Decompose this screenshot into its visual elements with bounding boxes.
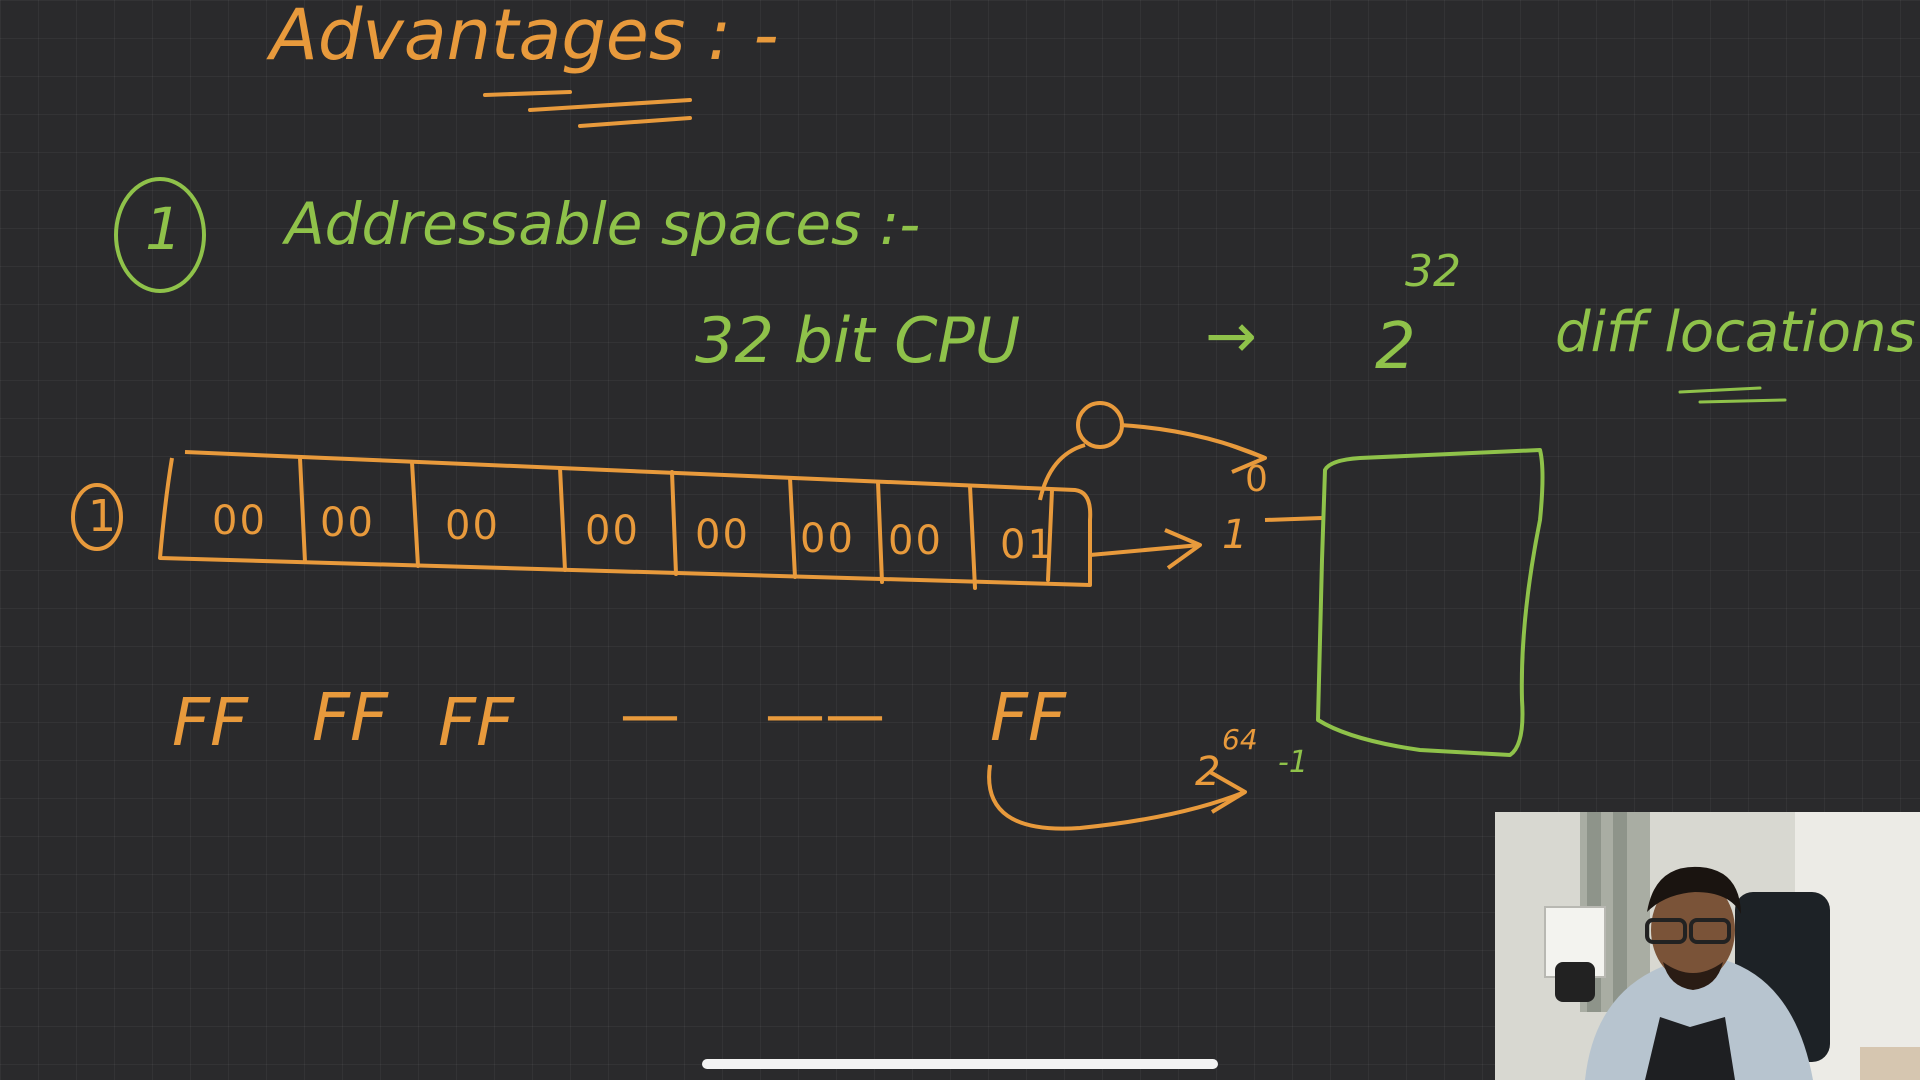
arrow-to-one xyxy=(1089,543,1201,557)
row-number-circle xyxy=(71,483,123,551)
arrow-to-one-head xyxy=(1164,528,1202,570)
locations-underline xyxy=(1678,386,1787,404)
home-indicator-bar[interactable] xyxy=(702,1059,1218,1069)
arrow-to-zero xyxy=(1119,423,1266,460)
arrow-to-max-head xyxy=(1209,770,1247,814)
power-base: 2 xyxy=(1375,310,1416,384)
byte-strip-dividers xyxy=(298,456,1054,590)
heading-advantages: Advantages : - xyxy=(270,0,779,76)
webcam-video-overlay xyxy=(1495,812,1920,1080)
ff-dash: —— xyxy=(765,680,885,750)
row-number: 1 xyxy=(88,491,116,542)
point-title-addressable-spaces: Addressable spaces :- xyxy=(285,190,921,258)
heading-underline xyxy=(483,90,692,128)
byte-cell: 00 xyxy=(800,516,855,562)
point-circle xyxy=(114,177,206,293)
cpu-label: 32 bit CPU xyxy=(695,304,1021,377)
arrow-to-zero-head xyxy=(1229,443,1267,474)
ff-value: FF xyxy=(990,679,1066,756)
byte-strip-outline xyxy=(158,450,1093,587)
address-zero: 0 xyxy=(1245,459,1268,500)
max-address-base: 2 xyxy=(1195,749,1221,795)
arrow-right-icon: → xyxy=(1205,299,1257,372)
ff-value: FF xyxy=(172,684,248,761)
presenter-image xyxy=(1495,812,1920,1080)
byte-cell: 01 xyxy=(1000,522,1055,568)
byte-cell: 00 xyxy=(445,503,500,549)
address-one: 1 xyxy=(1222,512,1248,558)
byte-cell: 00 xyxy=(212,498,267,544)
byte-cell: 00 xyxy=(888,518,943,564)
point-number: 1 xyxy=(145,195,182,263)
max-address-exponent: 64 xyxy=(1222,723,1258,756)
ff-value: FF xyxy=(312,679,388,756)
arrow-to-max xyxy=(987,764,1246,831)
max-address-minus-one: -1 xyxy=(1278,745,1308,780)
ff-dash: — xyxy=(620,680,680,750)
memory-box xyxy=(1316,448,1545,757)
ff-value: FF xyxy=(438,684,514,761)
diff-locations: diff locations xyxy=(1555,300,1916,365)
arrow-to-zero-stem xyxy=(1038,443,1086,501)
byte-cell: 00 xyxy=(695,512,750,558)
arrow-loop xyxy=(1076,401,1124,449)
power-exponent: 32 xyxy=(1405,246,1461,297)
byte-cell: 00 xyxy=(585,508,640,554)
tick-one xyxy=(1264,516,1323,522)
byte-cell: 00 xyxy=(320,500,375,546)
